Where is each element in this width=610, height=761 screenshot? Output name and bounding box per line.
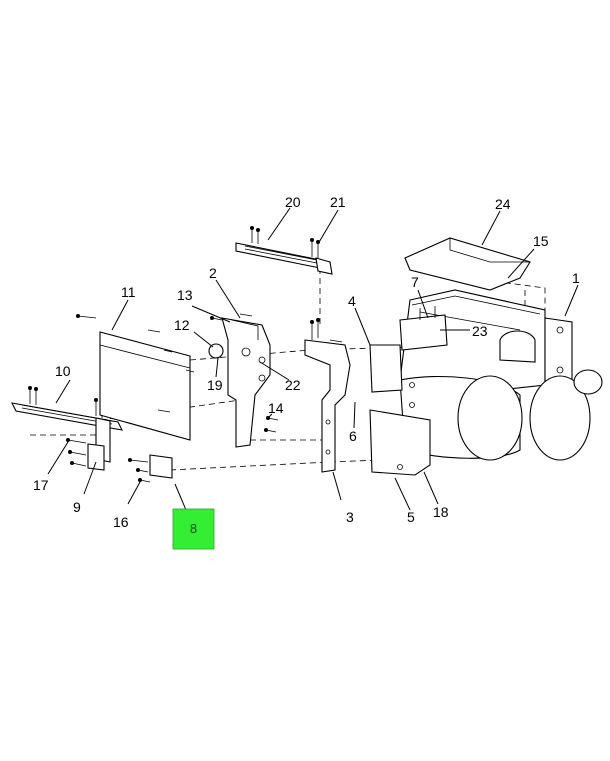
callout-9: 9: [73, 499, 81, 515]
callout-24: 24: [495, 196, 511, 212]
callout-1: 1: [572, 270, 580, 286]
callout-8: 8: [190, 521, 197, 536]
callout-20: 20: [285, 194, 301, 210]
callout-17: 17: [33, 477, 49, 493]
bracket-2: [208, 313, 279, 448]
callout-5: 5: [407, 509, 415, 525]
housing-assembly: [369, 237, 603, 476]
callout-11: 11: [121, 284, 136, 300]
callout-19: 19: [207, 377, 223, 393]
callout-labels: 1 3 4 5 6 7 9 10 11 12 13 14 15 16 17 18…: [33, 194, 580, 530]
callout-16: 16: [113, 514, 129, 530]
leader-lines: [47, 207, 579, 511]
callout-14: 14: [268, 400, 284, 416]
callout-6: 6: [349, 428, 357, 444]
panel-11: [76, 314, 195, 441]
upper-step-20: [235, 226, 333, 275]
callout-4: 4: [348, 293, 356, 309]
callout-2: 2: [209, 265, 217, 281]
bracket-3: [304, 318, 351, 473]
callout-18: 18: [433, 504, 449, 520]
lower-brackets: [66, 438, 173, 483]
callout-22: 22: [285, 377, 301, 393]
callout-3: 3: [346, 509, 354, 525]
callout-21: 21: [330, 194, 346, 210]
callout-10: 10: [55, 363, 71, 379]
highlighted-callout-8[interactable]: 8: [172, 508, 215, 550]
callout-12: 12: [174, 317, 190, 333]
callout-13: 13: [177, 287, 193, 303]
callout-7: 7: [411, 274, 419, 290]
highlight-box[interactable]: [172, 508, 215, 550]
callout-15: 15: [533, 233, 549, 249]
callout-23: 23: [472, 323, 488, 339]
